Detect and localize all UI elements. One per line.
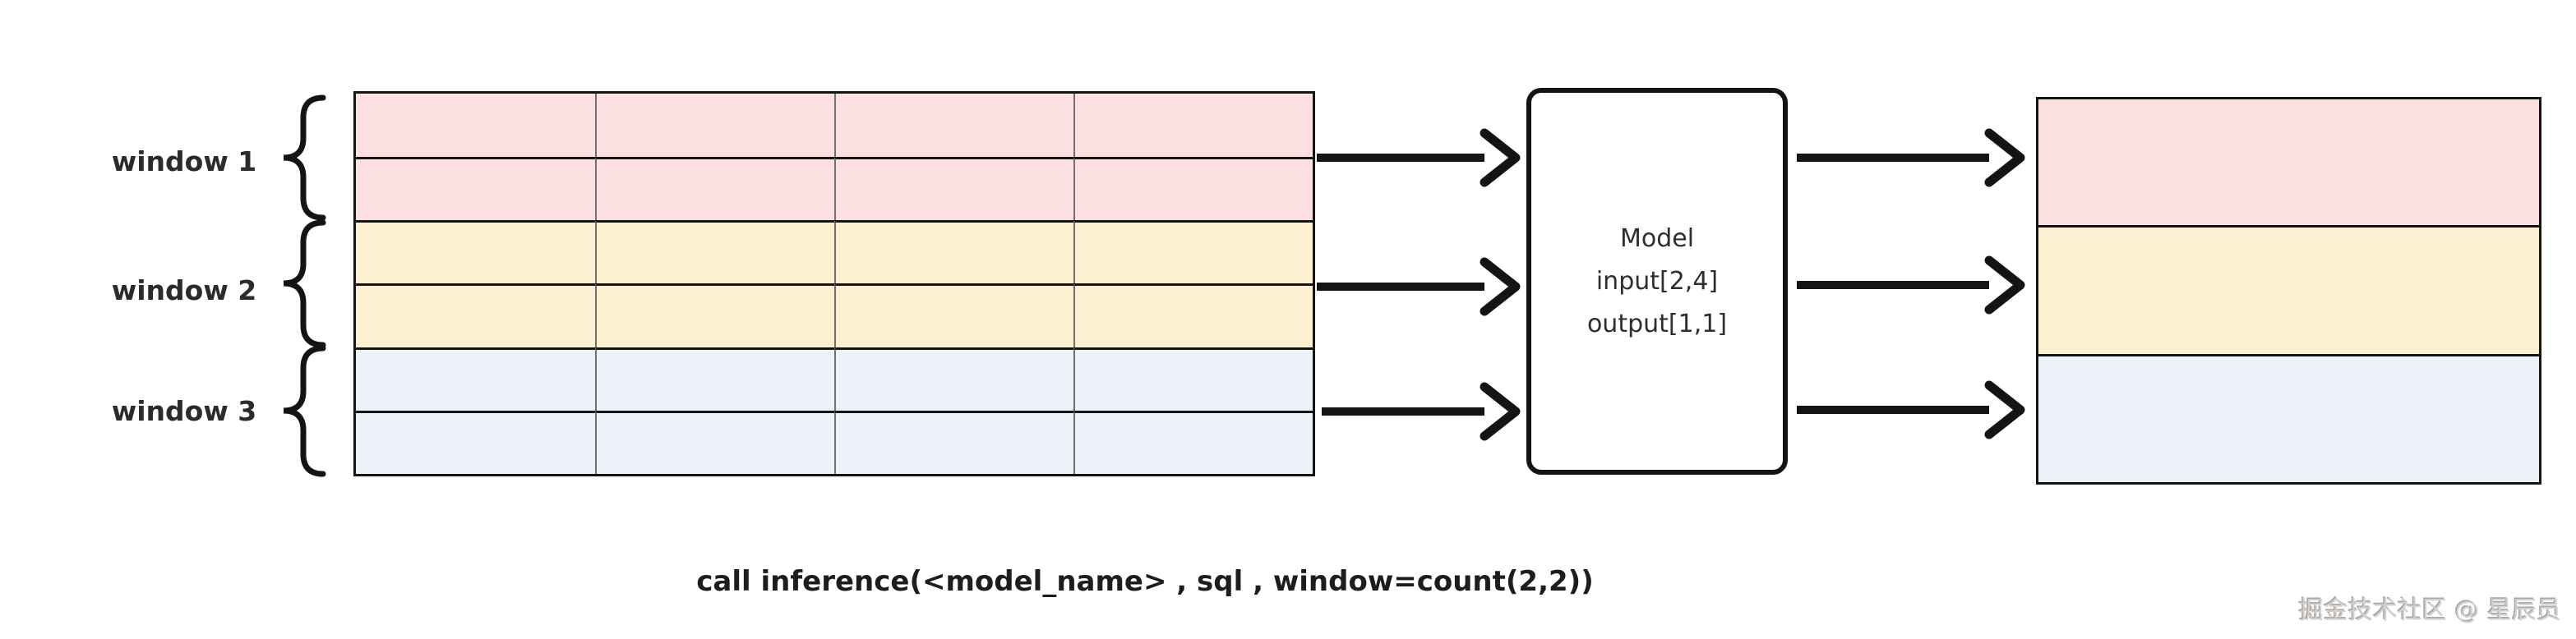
brace-window-1-icon [283,94,326,221]
input-table [353,91,1315,476]
table-cell [595,347,834,411]
arrow-model-to-output2-icon [1797,255,2025,315]
model-name-text: Model [1619,223,1695,253]
table-cell [834,94,1073,158]
table-cell [834,220,1073,284]
arrow-model-to-output3-icon [1797,380,2025,439]
table-cell [834,157,1073,221]
table-cell [1073,157,1313,221]
table-cell [595,94,834,158]
table-cell [356,283,595,347]
model-output-text: output[1,1] [1586,309,1728,338]
arrow-model-to-output1-icon [1797,128,2025,187]
table-cell [595,157,834,221]
output-band-blue [2038,353,2539,482]
table-cell [595,283,834,347]
table-cell [356,347,595,411]
brace-window-3-icon [283,345,326,477]
table-cell [834,347,1073,411]
table-cell [1073,410,1313,474]
arrow-window1-to-model-icon [1317,128,1521,187]
model-input-text: input[2,4] [1595,266,1719,296]
arrow-window3-to-model-icon [1322,382,1521,441]
watermark-text: 掘金技术社区 @ 星辰员 [2298,596,2561,625]
table-cell [356,410,595,474]
table-cell [356,157,595,221]
table-cell [1073,220,1313,284]
window-2-label: window 2 [111,274,257,306]
table-cell [834,410,1073,474]
table-cell [356,220,595,284]
table-cell [1073,94,1313,158]
model-box: Model input[2,4] output[1,1] [1526,88,1788,475]
output-box [2036,97,2541,485]
table-cell [1073,283,1313,347]
arrow-window2-to-model-icon [1317,257,1521,316]
table-cell [595,220,834,284]
table-cell [1073,347,1313,411]
output-band-pink [2038,99,2539,226]
window-3-label: window 3 [111,395,257,427]
window-1-label: window 1 [111,145,257,177]
inference-call-caption: call inference(<model_name> , sql , wind… [696,565,1594,598]
table-cell [834,283,1073,347]
table-cell [356,94,595,158]
brace-window-2-icon [283,219,326,348]
table-cell [595,410,834,474]
output-band-cream [2038,225,2539,354]
